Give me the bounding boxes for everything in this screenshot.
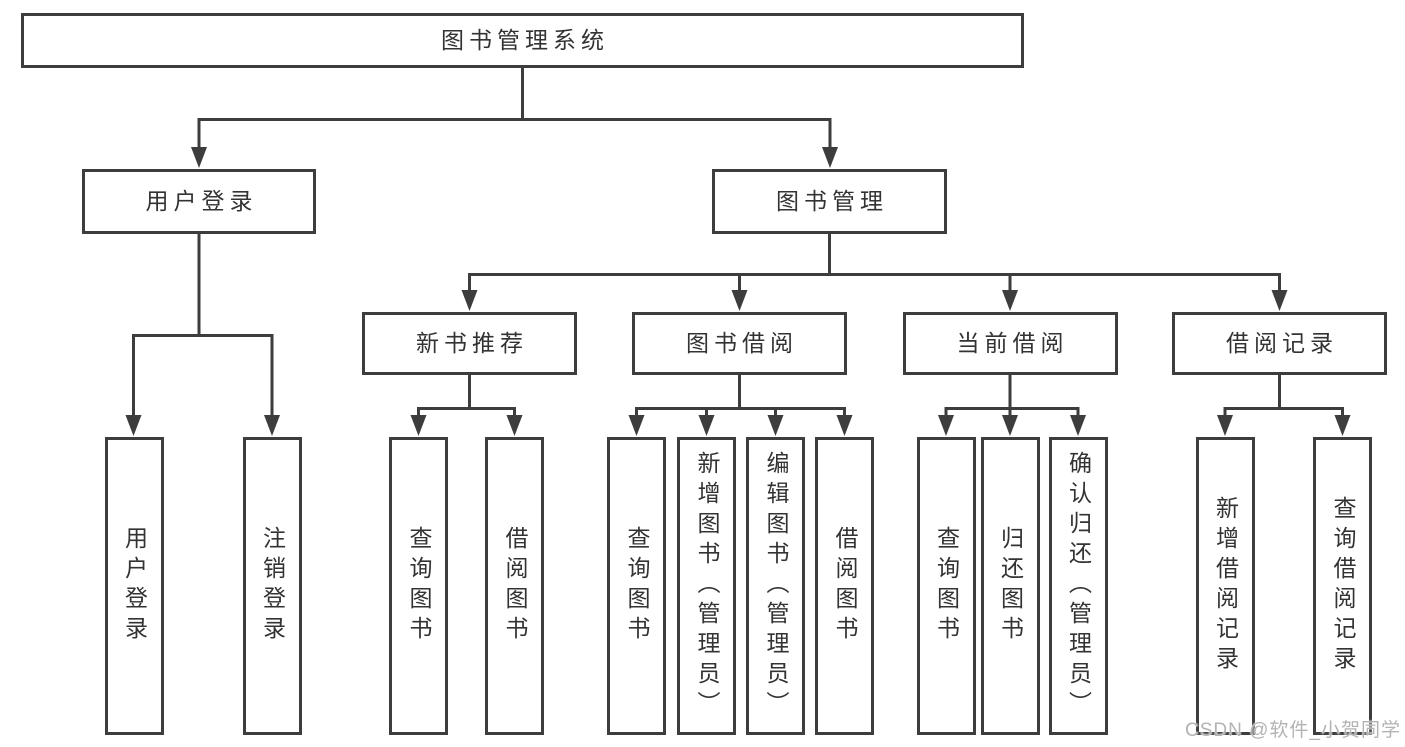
node-leaf-nb-borrow-book: 借阅图书 — [485, 437, 544, 735]
node-leaf-bw-query-book: 查询图书 — [607, 437, 666, 735]
node-leaf-cu-confirm-return-admin: 确认归还（管理员） — [1048, 437, 1108, 735]
node-leaf-logout: 注销登录 — [242, 437, 302, 735]
node-root: 图书管理系统 — [21, 13, 1024, 68]
node-leaf-user-login: 用户登录 — [104, 437, 164, 735]
node-leaf-nb-query-book: 查询图书 — [389, 437, 448, 735]
node-leaf-bw-add-book-admin: 新增图书（管理员） — [677, 437, 736, 735]
node-book-borrow: 图书借阅 — [632, 312, 847, 375]
node-leaf-rc-query-record: 查询借阅记录 — [1313, 437, 1372, 735]
csdn-watermark: CSDN @软件_小贺同学 — [1185, 720, 1401, 741]
node-leaf-rc-add-record: 新增借阅记录 — [1195, 437, 1255, 735]
node-user-login: 用户登录 — [82, 169, 316, 234]
node-leaf-cu-return-book: 归还图书 — [980, 437, 1040, 735]
node-leaf-bw-borrow-book: 借阅图书 — [815, 437, 874, 735]
node-book-mgmt: 图书管理 — [712, 169, 947, 234]
node-leaf-cu-query-book: 查询图书 — [916, 437, 976, 735]
node-leaf-bw-edit-book-admin: 编辑图书（管理员） — [746, 437, 805, 735]
node-new-book-recommend: 新书推荐 — [362, 312, 577, 375]
node-current-borrow: 当前借阅 — [902, 312, 1118, 375]
node-borrow-records: 借阅记录 — [1172, 312, 1387, 375]
